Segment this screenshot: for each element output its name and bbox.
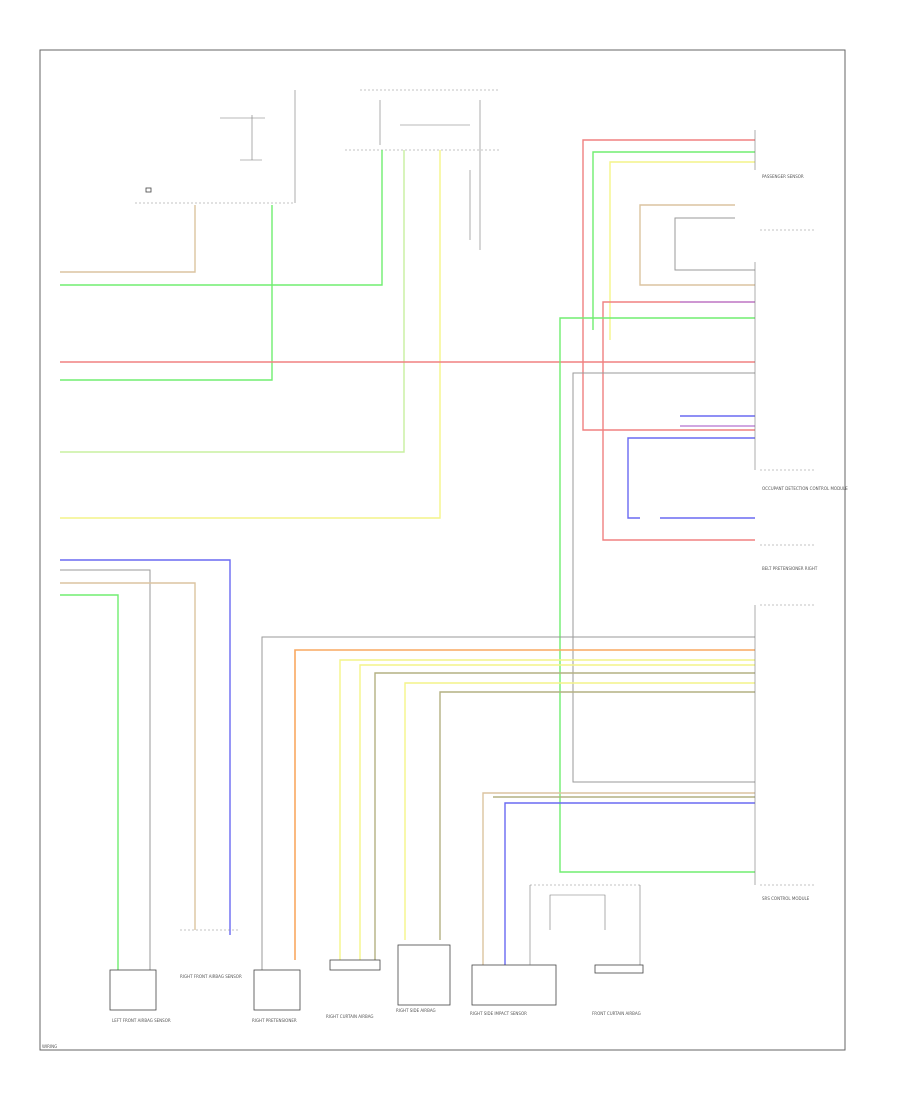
- bottom-components: LEFT FRONT AIRBAG SENSOR RIGHT FRONT AIR…: [109, 884, 644, 1023]
- right-side-airbag-label: RIGHT SIDE AIRBAG: [396, 1008, 436, 1013]
- wire-green-1: [60, 150, 383, 286]
- upper-left-wires: [60, 150, 755, 519]
- right-upper-modules: PASSENGER SENSOR OCCUPANT DETECTION CONT…: [559, 130, 848, 873]
- footer-label: WIRING: [42, 1044, 57, 1049]
- occupant-detection-label: OCCUPANT DETECTION CONTROL MODULE: [762, 486, 848, 491]
- left-front-airbag-sensor-label: LEFT FRONT AIRBAG SENSOR: [112, 1018, 171, 1023]
- right-curtain-airbag-label: RIGHT CURTAIN AIRBAG: [326, 1014, 374, 1019]
- wire-tan-1: [60, 205, 196, 273]
- right-side-impact-sensor-label: RIGHT SIDE IMPACT SENSOR: [470, 1011, 527, 1016]
- wire-yellow-1: [60, 150, 441, 519]
- right-front-airbag-sensor-label: RIGHT FRONT AIRBAG SENSOR: [180, 974, 242, 979]
- top-left-connector: [135, 90, 296, 204]
- front-curtain-airbag-label: FRONT CURTAIN AIRBAG: [592, 1011, 641, 1016]
- srs-module-wires: SRS CONTROL MODULE: [261, 604, 815, 970]
- diagram-frame: [39, 49, 846, 1051]
- lower-left-wires: [60, 559, 231, 970]
- wire-lgreen-1: [60, 150, 405, 453]
- passenger-sensor-label: PASSENGER SENSOR: [762, 174, 804, 179]
- top-middle-connector: [345, 89, 500, 250]
- wire-green-2: [60, 205, 273, 381]
- srs-control-module-label: SRS CONTROL MODULE: [762, 896, 810, 901]
- belt-pretensioner-label: BELT PRETENSIONER RIGHT: [762, 566, 818, 571]
- right-pretensioner-label: RIGHT PRETENSIONER: [252, 1018, 297, 1023]
